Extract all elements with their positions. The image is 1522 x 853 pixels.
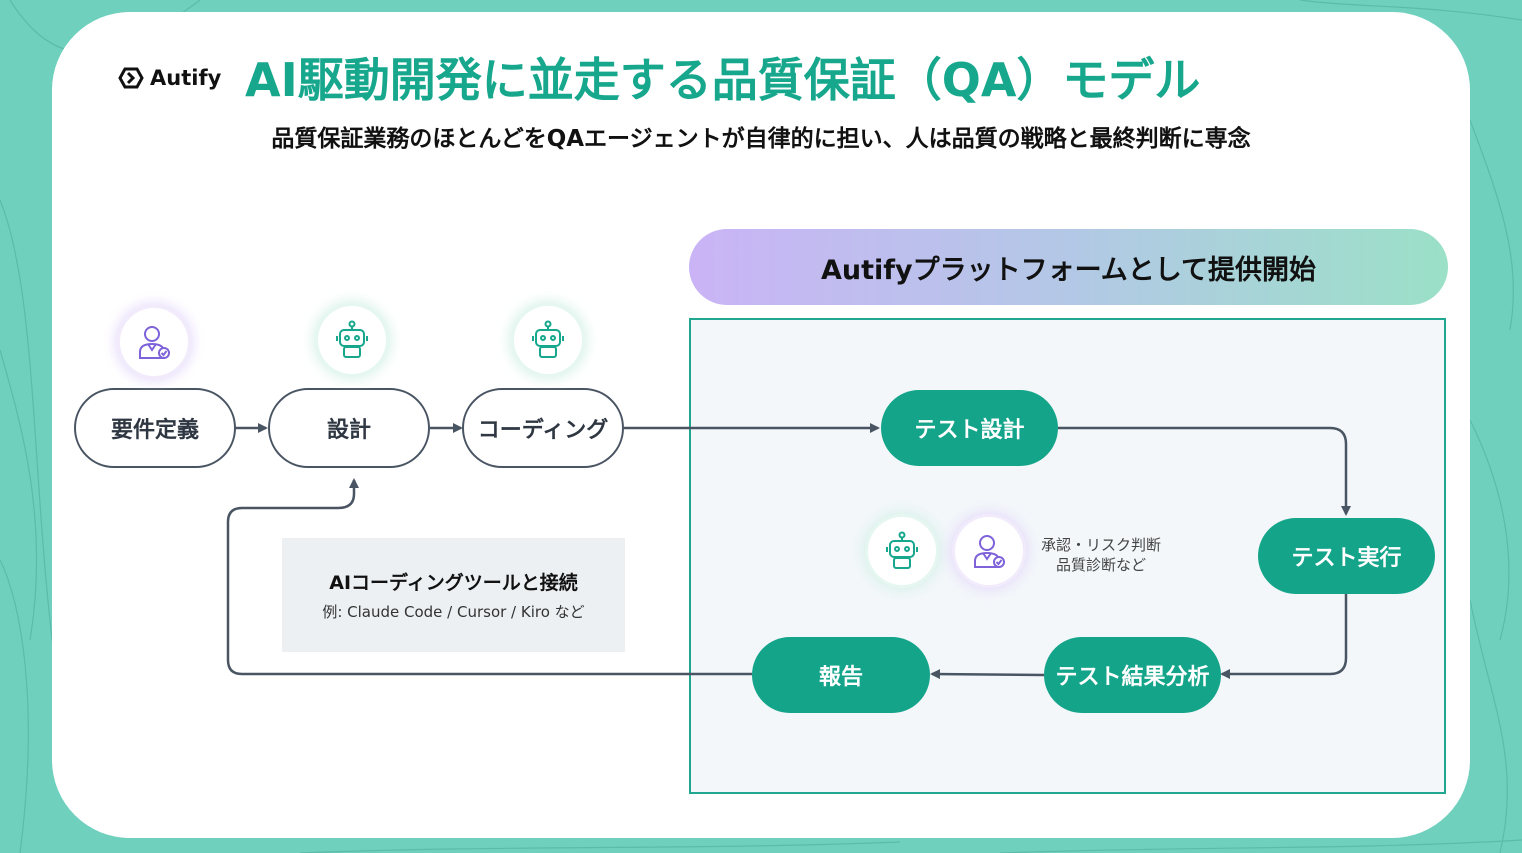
test-analysis-node: テスト結果分析 <box>1044 637 1221 713</box>
tool-box-title: AIコーディングツールと接続 <box>329 572 578 594</box>
coding-node: コーディング <box>462 388 624 468</box>
page-title: AI駆動開発に並走する品質保証（QA）モデル <box>245 53 1201 107</box>
requirements-node: 要件定義 <box>74 388 236 468</box>
autify-logo-icon <box>118 67 144 89</box>
arrow-testdesign-to-exec <box>1058 426 1351 516</box>
logo-text: Autify <box>150 66 222 90</box>
ai-coding-tool-box: AIコーディングツールと接続 例: Claude Code / Cursor /… <box>282 538 625 652</box>
autify-logo: Autify <box>118 66 221 90</box>
human-role-line1: 承認・リスク判断 <box>1040 536 1161 554</box>
report-node: 報告 <box>752 637 930 713</box>
human-role-line2: 品質診断など <box>1055 556 1146 574</box>
person-icon <box>974 535 1005 568</box>
platform-banner: Autifyプラットフォームとして提供開始 <box>689 229 1448 305</box>
coding-actor <box>514 306 582 374</box>
arrow-report-to-design <box>226 478 752 676</box>
test-design-node: テスト設計 <box>881 390 1058 466</box>
robot-icon <box>532 320 564 358</box>
test-execution-node: テスト実行 <box>1258 518 1435 594</box>
platform-agent <box>868 517 936 585</box>
robot-icon <box>336 320 368 358</box>
page-subtitle: 品質保証業務のほとんどをQAエージェントが自律的に担い、人は品質の戦略と最終判断… <box>271 126 1251 152</box>
robot-icon <box>886 531 918 569</box>
platform-human <box>955 517 1023 585</box>
tool-box-example: 例: Claude Code / Cursor / Kiro など <box>322 603 585 621</box>
design-actor <box>318 306 386 374</box>
human-role-note: 承認・リスク判断 品質診断など <box>1026 535 1176 575</box>
arrow-exec-to-analysis <box>1220 594 1348 679</box>
requirements-actor <box>120 308 188 376</box>
arrow-analysis-to-report <box>930 669 1045 680</box>
person-icon <box>139 326 170 359</box>
design-node: 設計 <box>268 388 430 468</box>
